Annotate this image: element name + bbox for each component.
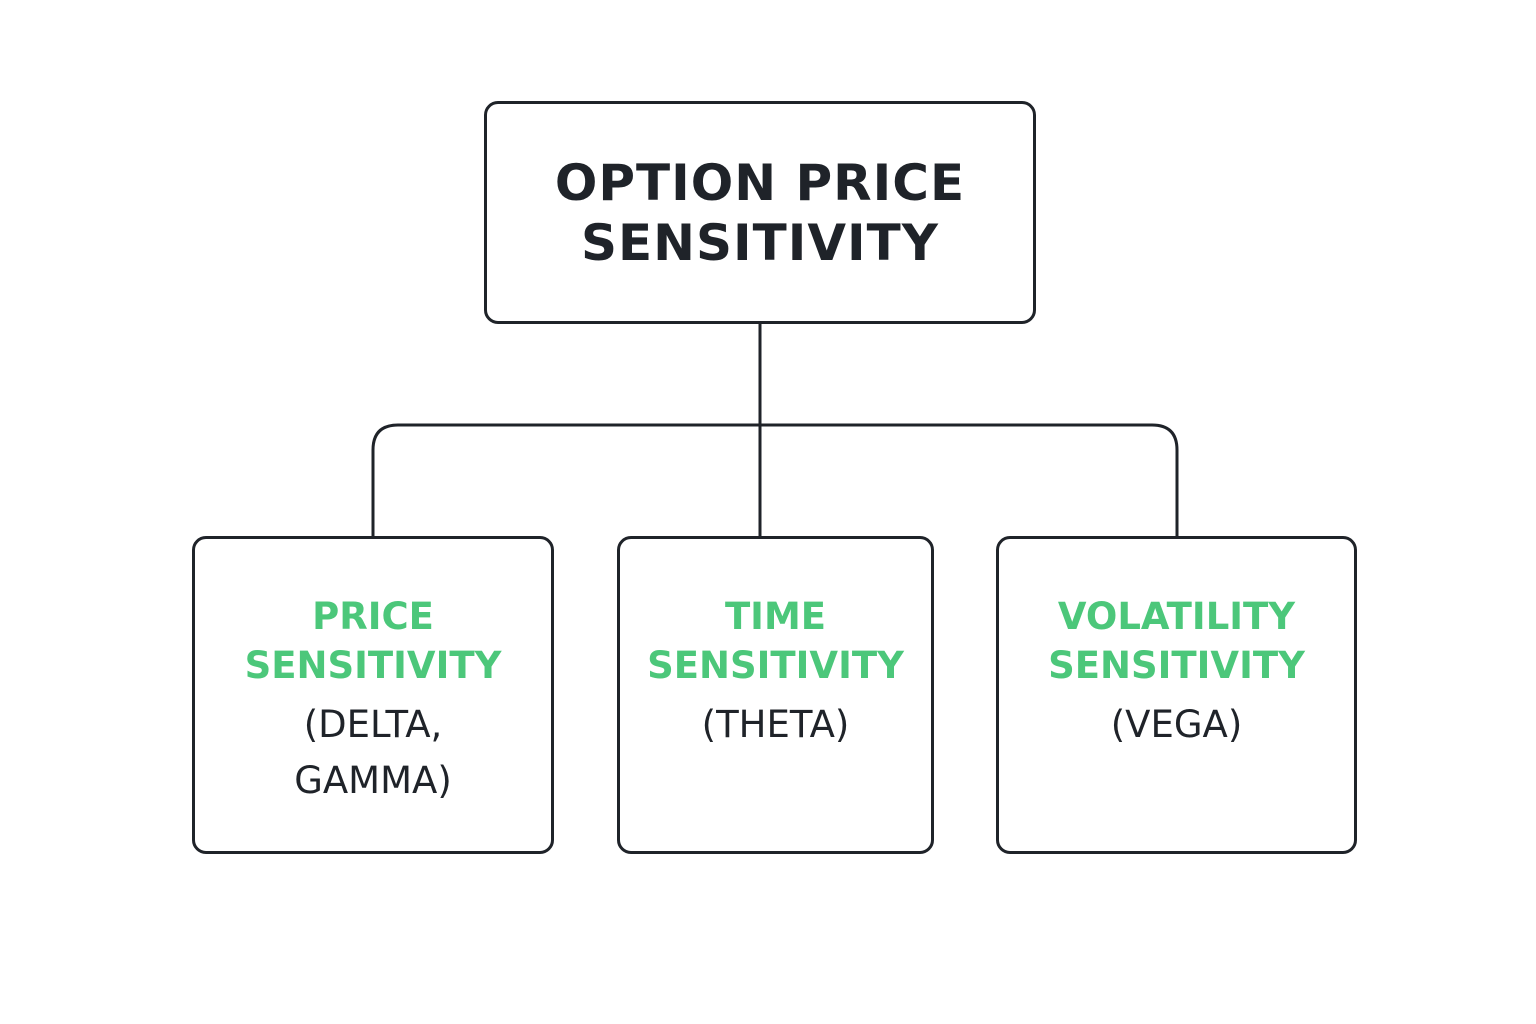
child-greeks-line-1: (DELTA, (303, 703, 443, 746)
root-title-line-2: SENSITIVITY (581, 213, 939, 272)
child-node-volatility-sensitivity: VOLATILITY SENSITIVITY (VEGA) (996, 536, 1357, 854)
child-title-line-1: PRICE (312, 595, 434, 638)
child-title-line-1: VOLATILITY (1057, 595, 1296, 638)
child-greeks-line-1: (VEGA) (1110, 703, 1243, 746)
child-greeks-line-2: GAMMA) (294, 759, 452, 802)
child-title-line-1: TIME (724, 595, 827, 638)
child-title-line-2: SENSITIVITY (244, 644, 502, 687)
child-title-line-2: SENSITIVITY (647, 644, 904, 687)
child-node-price-sensitivity: PRICE SENSITIVITY (DELTA, GAMMA) (192, 536, 554, 854)
branch-connector (371, 423, 1179, 536)
root-node-option-price-sensitivity: OPTION PRICE SENSITIVITY (484, 101, 1036, 324)
child-greeks-line-1: (THETA) (701, 703, 850, 746)
root-title-line-1: OPTION PRICE (554, 153, 966, 212)
child-node-time-sensitivity: TIME SENSITIVITY (THETA) (617, 536, 934, 854)
child-title-line-2: SENSITIVITY (1048, 644, 1305, 687)
